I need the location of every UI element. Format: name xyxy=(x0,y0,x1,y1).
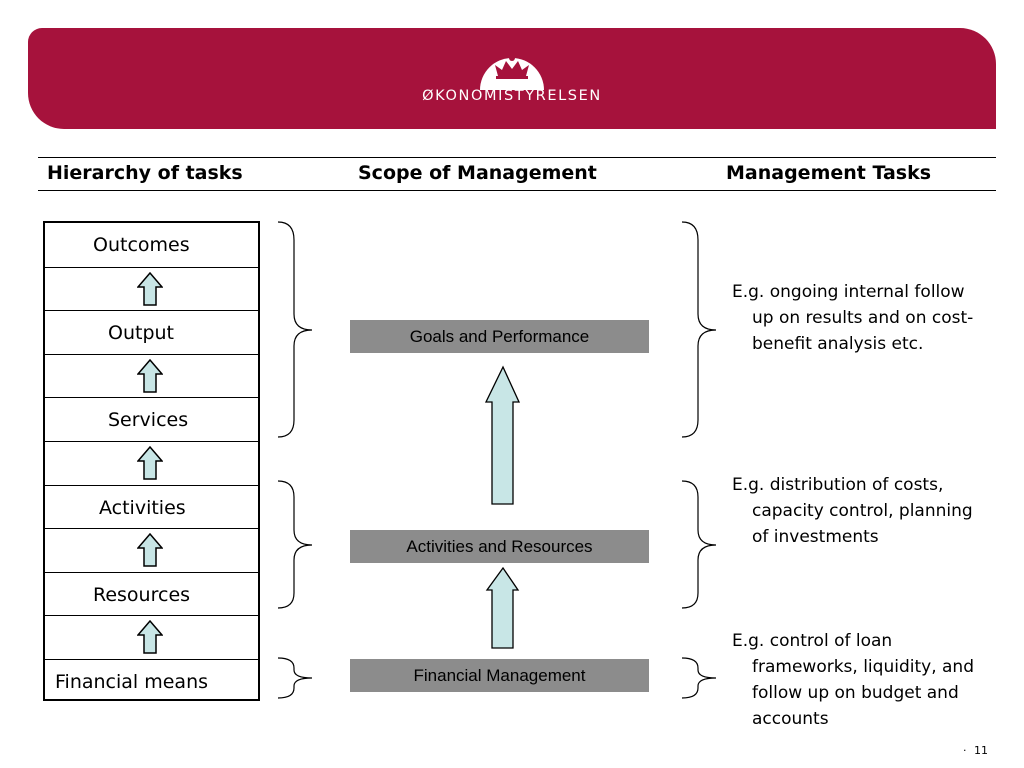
hierarchy-row-outcomes: Outcomes xyxy=(45,223,258,267)
header-tasks: Management Tasks xyxy=(726,162,932,184)
hierarchy-row-services: Services xyxy=(45,397,258,442)
scope-financial-box: Financial Management xyxy=(350,659,649,692)
brace-goals-left xyxy=(277,221,313,438)
brace-activities-left xyxy=(277,480,313,609)
hierarchy-row-activities: Activities xyxy=(45,484,258,530)
header-rule-bottom xyxy=(38,190,996,191)
header-scope: Scope of Management xyxy=(358,162,597,184)
task-activities-text: E.g. distribution of costs, capacity con… xyxy=(732,475,973,547)
up-arrow-icon xyxy=(137,620,163,655)
up-arrow-icon xyxy=(137,533,163,567)
page-marker: · xyxy=(963,744,967,757)
hierarchy-row-output: Output xyxy=(45,310,258,355)
hierarchy-row-arrow xyxy=(45,615,258,660)
hierarchy-label: Resources xyxy=(93,583,191,606)
scope-activities-box: Activities and Resources xyxy=(350,530,649,563)
hierarchy-row-arrow xyxy=(45,353,258,399)
up-arrow-icon xyxy=(137,358,163,393)
hierarchy-row-arrow xyxy=(45,266,258,312)
page-number: 11 xyxy=(974,744,988,757)
up-arrow-icon xyxy=(137,271,163,306)
hierarchy-row-arrow xyxy=(45,528,258,573)
brace-activities-right xyxy=(681,480,717,609)
crown-icon xyxy=(480,53,544,90)
brace-financial-left xyxy=(277,657,313,699)
brace-financial-right xyxy=(681,657,717,699)
hierarchy-label: Services xyxy=(108,409,189,432)
hierarchy-row-arrow xyxy=(45,441,258,486)
hierarchy-label: Outcomes xyxy=(93,234,190,256)
scope-goals-box: Goals and Performance xyxy=(350,320,649,353)
task-financial-text: E.g. control of loan frameworks, liquidi… xyxy=(732,631,974,729)
hierarchy-label: Output xyxy=(108,322,174,345)
brace-goals-right xyxy=(681,221,717,438)
hierarchy-label: Financial means xyxy=(55,671,209,693)
header-hierarchy: Hierarchy of tasks xyxy=(47,162,243,184)
brand-name: ØKONOMISTYRELSEN xyxy=(422,88,602,104)
task-goals-text: E.g. ongoing internal follow up on resul… xyxy=(732,282,974,354)
up-arrow-icon xyxy=(485,566,520,649)
hierarchy-box: Outcomes Output Services Activities Reso… xyxy=(43,221,260,701)
hierarchy-row-financial-means: Financial means xyxy=(45,659,258,704)
hierarchy-label: Activities xyxy=(99,496,186,519)
hierarchy-row-resources: Resources xyxy=(45,571,258,617)
header-rule-top xyxy=(38,157,996,158)
up-arrow-icon xyxy=(484,365,521,505)
up-arrow-icon xyxy=(137,446,163,480)
